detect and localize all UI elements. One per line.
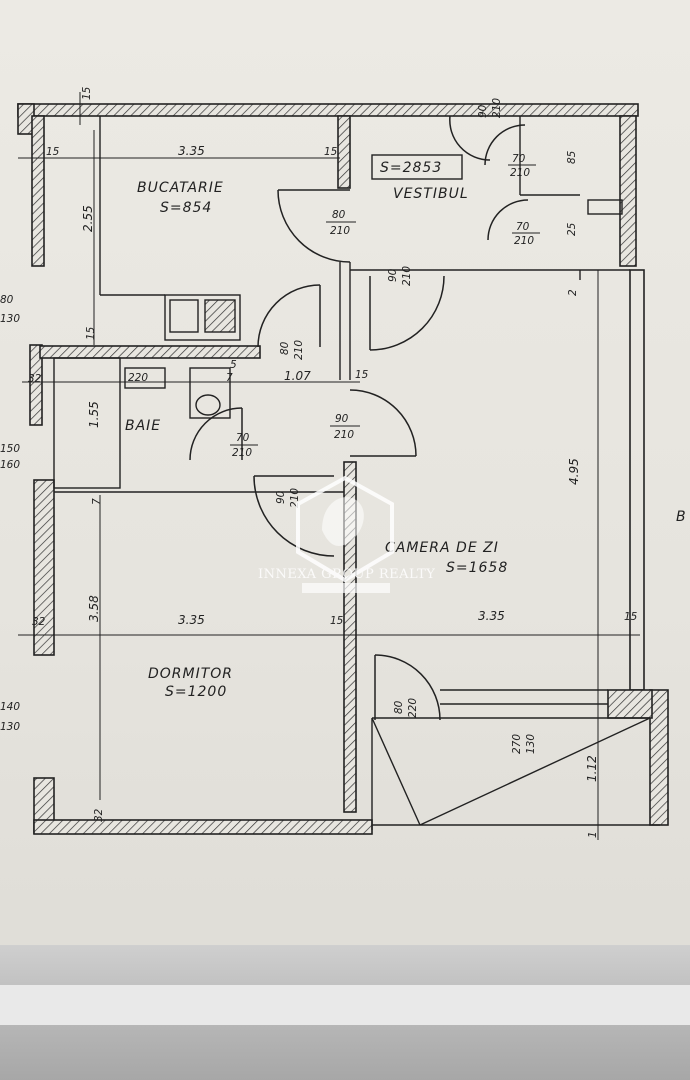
- edge-letter: B: [676, 509, 687, 525]
- door-hall-height: 210: [293, 340, 305, 360]
- side-mark-c-top: 140: [0, 701, 20, 713]
- walls: [17, 103, 669, 835]
- dim-small-25: 25: [566, 222, 578, 236]
- dim-hall-width: 1.07: [284, 369, 311, 383]
- kitchen-counter: [164, 294, 241, 341]
- door-swings: [189, 115, 529, 721]
- door-entry-height: 210: [401, 266, 413, 286]
- dim-wall-32-c: 32: [93, 808, 105, 822]
- dim-wall-15-left: 15: [46, 146, 60, 158]
- dim-small-1: 1: [587, 831, 599, 838]
- door-hall-width: 80: [279, 341, 291, 355]
- room-name-dormitor: DORMITOR: [148, 666, 233, 682]
- window-balcony-width: 270: [511, 734, 523, 754]
- watermark-text: INNEXA GROUP REALTY: [258, 567, 435, 582]
- room-name-bucatarie: BUCATARIE: [137, 180, 224, 196]
- wall-top: [17, 103, 639, 117]
- wall-bottom-bedroom: [33, 819, 373, 835]
- dim-ventilation-85: 85: [566, 150, 578, 164]
- door-entry-width: 90: [387, 268, 399, 282]
- door-front-width: 90: [477, 104, 489, 118]
- dimension-lines: [18, 92, 640, 840]
- dim-bath-height: 1.55: [87, 401, 101, 428]
- dim-kitchen-height: 2.55: [81, 205, 95, 232]
- wall-kitchen-bath: [39, 345, 261, 359]
- wall-right-living: [629, 269, 645, 691]
- wall-kitchen-vest: [337, 115, 351, 189]
- dim-wall-15-right: 15: [624, 611, 638, 623]
- dim-wall-15-kitchen: 15: [85, 326, 97, 340]
- room-area-vestibul: S=2853: [380, 160, 442, 176]
- room-name-baie: BAIE: [125, 418, 161, 434]
- door-bath-width: 70: [236, 432, 250, 444]
- door-bedroom-width: 90: [275, 490, 287, 504]
- side-mark-c-bottom: 130: [0, 721, 20, 733]
- door-kitchen-width: 80: [332, 209, 346, 221]
- dim-wall-32-b: 32: [32, 616, 46, 628]
- room-name-camera-de-zi: CAMERA DE ZI: [385, 540, 499, 556]
- room-name-vestibul: VESTIBUL: [393, 186, 469, 202]
- room-area-dormitor: S=1200: [165, 684, 227, 700]
- door-balcony-height: 220: [407, 698, 419, 718]
- watermark-logo: INNEXA GROUP REALTY: [258, 475, 435, 593]
- room-area-camera-de-zi: S=1658: [446, 560, 508, 576]
- door-closet1-height: 210: [510, 167, 530, 179]
- door-closet1-width: 70: [512, 153, 526, 165]
- dim-wall-15-mid: 15: [330, 615, 344, 627]
- dim-wall-15-top: 15: [324, 146, 338, 158]
- side-mark-a-bottom: 130: [0, 313, 20, 325]
- wall-bedroom-living: [343, 461, 357, 813]
- dim-top-width-left: 3.35: [178, 144, 205, 158]
- door-closet2-width: 70: [516, 221, 530, 233]
- paper-edge: [0, 985, 690, 1025]
- door-bath-height: 210: [232, 447, 252, 459]
- dim-small-7: 7: [226, 372, 233, 384]
- dim-mid-width-right: 3.35: [478, 609, 505, 623]
- door-living-width: 90: [335, 413, 349, 425]
- wall-left-bedroom: [33, 479, 55, 656]
- dim-bath-220: 220: [128, 372, 148, 384]
- bath-wall: [53, 357, 121, 489]
- door-kitchen-height: 210: [330, 225, 350, 237]
- dim-small-5: 5: [230, 359, 237, 371]
- door-closet2-height: 210: [514, 235, 534, 247]
- side-mark-a-top: 80: [0, 294, 14, 306]
- dim-living-height: 4.95: [567, 458, 581, 485]
- side-mark-b-bottom: 160: [0, 459, 20, 471]
- door-balcony-width: 80: [393, 700, 405, 714]
- vestibul-area-box: [371, 154, 463, 180]
- side-marks: 80 130 150 160 140 130 B: [0, 294, 687, 733]
- dim-mid-width-left: 3.35: [178, 613, 205, 627]
- door-front-height: 210: [491, 98, 503, 118]
- side-mark-b-top: 150: [0, 443, 20, 455]
- wall-left-kitchen: [31, 115, 45, 267]
- dim-bedroom-height: 3.58: [87, 595, 101, 622]
- dim-wall-32-a: 32: [28, 373, 42, 385]
- window-balcony-height: 130: [525, 734, 537, 754]
- dim-wall-15-hall: 15: [355, 369, 369, 381]
- dim-window-top: 15: [81, 86, 93, 100]
- room-area-bucatarie: S=854: [160, 200, 212, 216]
- door-labels: 80 210 90 210 80 210 90 210 70 210 90 21…: [230, 98, 540, 754]
- dim-small-2: 2: [567, 289, 579, 296]
- dim-balcony-depth: 1.12: [585, 755, 599, 782]
- dim-small-7-bedroom: 7: [91, 498, 103, 505]
- door-living-height: 210: [334, 429, 354, 441]
